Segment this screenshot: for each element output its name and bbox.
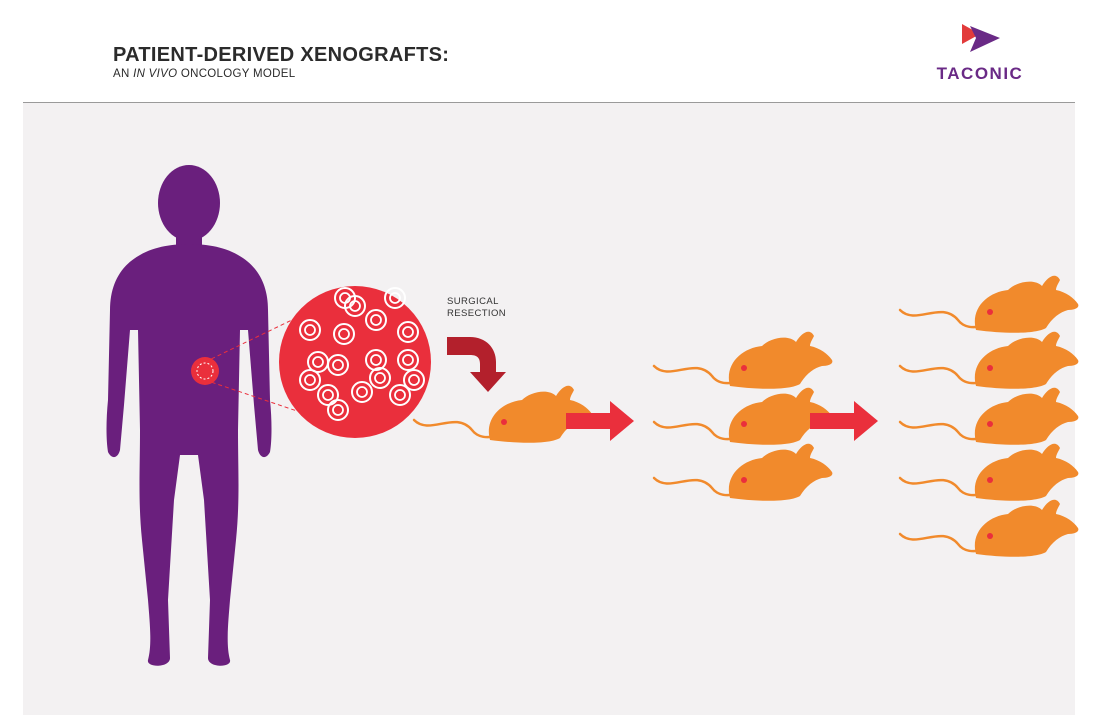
surgical-resection-label: SURGICAL RESECTION <box>447 296 506 320</box>
mouse-icon <box>900 332 1078 389</box>
mouse-icon <box>654 388 832 445</box>
mouse-icon <box>900 388 1078 445</box>
mouse-icon <box>414 386 592 443</box>
human-silhouette-icon <box>107 165 272 666</box>
tumor-cells-magnified-icon <box>279 286 431 438</box>
mouse-icon <box>900 444 1078 501</box>
mouse-icon <box>654 332 832 389</box>
label-line-1: SURGICAL <box>447 296 506 308</box>
mouse-icon <box>900 276 1078 333</box>
curved-arrow-icon <box>447 337 506 392</box>
label-line-2: RESECTION <box>447 308 506 320</box>
mouse-icon <box>654 444 832 501</box>
tumor-icon <box>191 357 219 385</box>
mouse-icon <box>900 500 1078 557</box>
